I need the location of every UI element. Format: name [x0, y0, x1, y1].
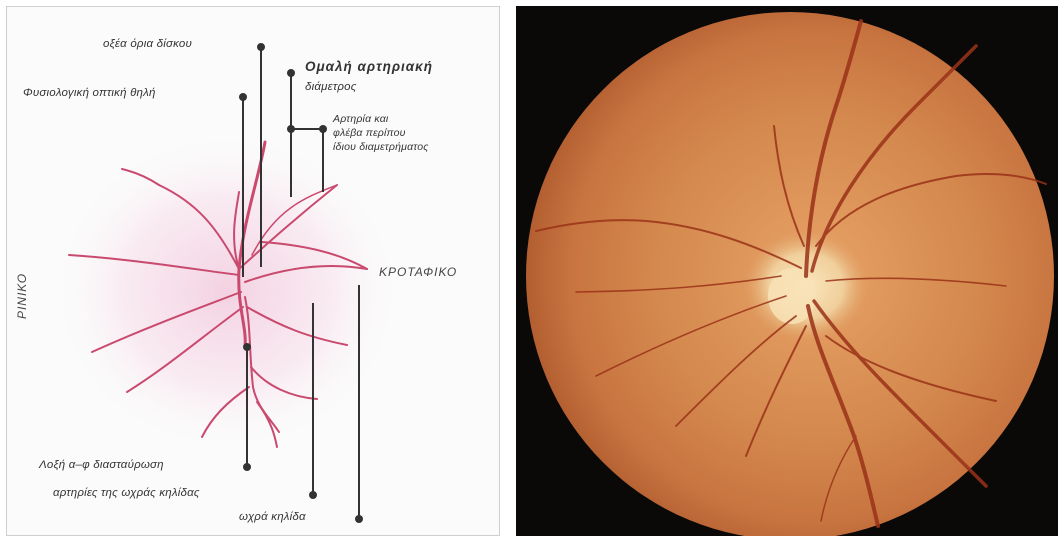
fundus-photo-panel: [516, 6, 1058, 536]
label-artery-vein-line1: Αρτηρία και: [333, 113, 388, 126]
label-av-crossing: Λοξή α–φ διασταύρωση: [39, 459, 164, 471]
fundus-photograph: [516, 6, 1058, 536]
label-uniform-caliber-line2: διάμετρος: [305, 81, 357, 93]
fundus-diagram-panel: οξέα όρια δίσκου Φυσιολογική οπτική θηλή…: [6, 6, 500, 536]
label-artery-vein-line2: φλέβα περίπου: [333, 127, 406, 140]
label-nasal: ΡΙΝΙΚΟ: [15, 273, 29, 319]
label-artery-vein-line3: ίδιου διαμετρήματος: [333, 141, 429, 154]
label-uniform-caliber-line1: Ομαλή αρτηριακή: [305, 59, 433, 74]
label-macula-arteries: αρτηρίες της ωχράς κηλίδας: [53, 487, 200, 499]
label-sharp-disc-margins: οξέα όρια δίσκου: [103, 38, 192, 50]
label-macula: ωχρά κηλίδα: [239, 511, 306, 523]
label-temporal: ΚΡΟΤΑΦΙΚΟ: [379, 265, 457, 279]
label-physiological-cup: Φυσιολογική οπτική θηλή: [23, 87, 156, 99]
